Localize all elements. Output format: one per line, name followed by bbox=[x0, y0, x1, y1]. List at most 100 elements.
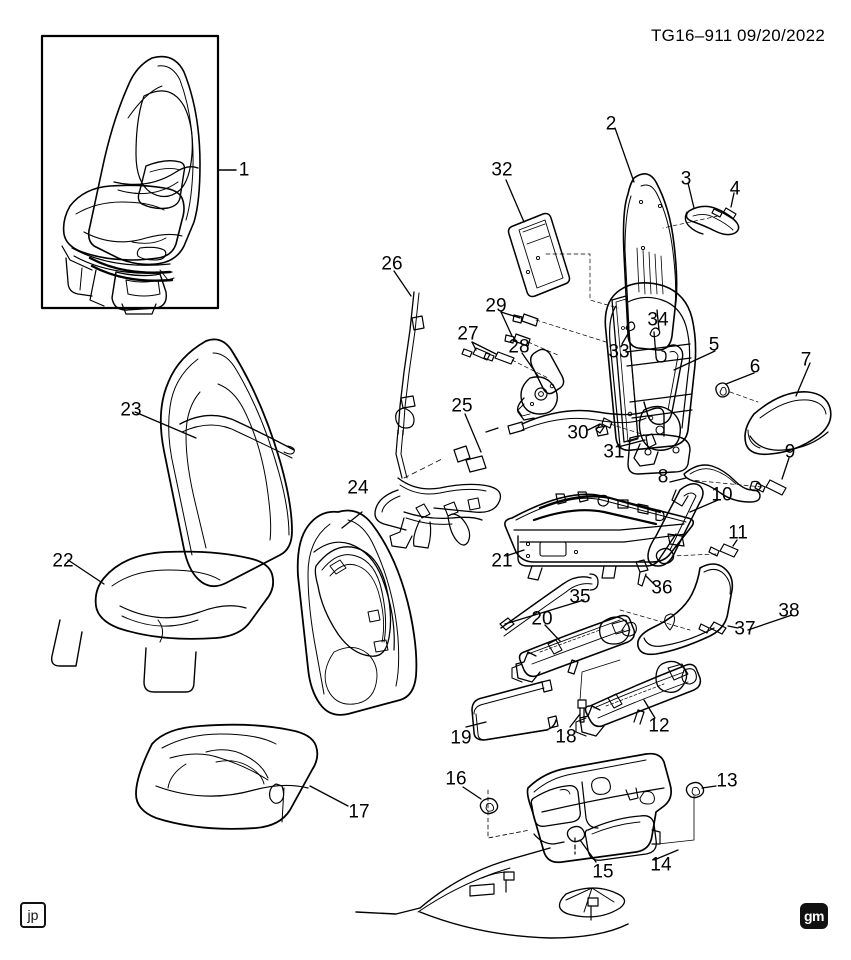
riser-opening-left bbox=[530, 784, 581, 827]
leader-6 bbox=[725, 372, 755, 385]
leader-7 bbox=[795, 362, 811, 397]
screw-27b bbox=[494, 351, 515, 365]
leader-16 bbox=[462, 786, 482, 800]
callout-4[interactable]: 4 bbox=[729, 178, 741, 200]
screw-29b bbox=[513, 333, 531, 347]
nut-16 bbox=[479, 797, 499, 815]
harness-connector bbox=[453, 445, 471, 463]
inset-headrest-loop bbox=[135, 90, 193, 198]
seat-back-cover-23 bbox=[159, 338, 293, 588]
callout-26[interactable]: 26 bbox=[381, 253, 403, 275]
leader-24 bbox=[341, 511, 363, 529]
pad-headrest-opening-24 bbox=[314, 546, 392, 657]
leader-10 bbox=[689, 499, 719, 513]
leader-18 bbox=[569, 713, 581, 728]
callout-14[interactable]: 14 bbox=[650, 854, 672, 876]
leader-38 bbox=[747, 614, 793, 631]
callout-32[interactable]: 32 bbox=[491, 159, 513, 181]
riser-opening-right bbox=[584, 815, 657, 861]
release-cable-31 bbox=[521, 407, 665, 437]
bolt-11 bbox=[719, 543, 739, 558]
leader-25 bbox=[464, 413, 482, 453]
callout-33[interactable]: 33 bbox=[608, 341, 630, 363]
inset-seatback bbox=[87, 55, 201, 266]
callout-23[interactable]: 23 bbox=[120, 399, 142, 421]
callout-34[interactable]: 34 bbox=[647, 309, 669, 331]
callout-11[interactable]: 11 bbox=[728, 522, 748, 544]
harness-plug bbox=[389, 517, 413, 549]
callout-8[interactable]: 8 bbox=[657, 466, 669, 488]
leader-19 bbox=[465, 721, 487, 728]
callout-24[interactable]: 24 bbox=[347, 477, 369, 499]
callout-13[interactable]: 13 bbox=[716, 770, 738, 792]
callout-31[interactable]: 31 bbox=[603, 441, 625, 463]
callout-9[interactable]: 9 bbox=[784, 441, 796, 463]
leader-14 bbox=[653, 849, 679, 861]
screw-27a bbox=[472, 347, 491, 361]
inset-frame bbox=[40, 34, 220, 310]
callout-16[interactable]: 16 bbox=[445, 768, 467, 790]
screw-4 bbox=[722, 207, 737, 220]
seat-cushion-pad-17 bbox=[135, 723, 319, 830]
callout-28[interactable]: 28 bbox=[508, 336, 530, 358]
side-trim-32 bbox=[507, 212, 571, 298]
callout-25[interactable]: 25 bbox=[451, 395, 473, 417]
leader-20 bbox=[544, 624, 561, 642]
callout-3[interactable]: 3 bbox=[680, 168, 692, 190]
pin-34 bbox=[653, 331, 667, 363]
callout-10[interactable]: 10 bbox=[711, 484, 733, 506]
frame-cutout bbox=[539, 541, 567, 557]
bolt-15-head bbox=[566, 825, 586, 843]
callout-30[interactable]: 30 bbox=[567, 422, 589, 444]
harness-25 bbox=[397, 477, 502, 513]
recliner-handle-3 bbox=[685, 205, 740, 236]
callout-36[interactable]: 36 bbox=[651, 577, 673, 599]
callout-21[interactable]: 21 bbox=[491, 550, 513, 572]
leader-21 bbox=[505, 549, 525, 557]
nut-13 bbox=[685, 781, 705, 799]
bolt-18 bbox=[577, 699, 587, 709]
inset-backseam bbox=[113, 166, 199, 186]
callout-35[interactable]: 35 bbox=[569, 586, 591, 608]
callout-18[interactable]: 18 bbox=[555, 726, 577, 748]
gm-logo: gm bbox=[800, 903, 828, 929]
leader-26 bbox=[393, 270, 412, 297]
recliner-arm-28 bbox=[529, 348, 565, 395]
frame-side-plate bbox=[611, 295, 639, 443]
drawing-date: 09/20/2022 bbox=[737, 26, 826, 45]
seat-riser-14 bbox=[526, 752, 672, 864]
inset-armrest bbox=[137, 159, 186, 210]
leader-36 bbox=[645, 575, 657, 587]
bolt-9 bbox=[765, 479, 787, 496]
recliner-pivot-28 bbox=[520, 376, 559, 415]
callout-12[interactable]: 12 bbox=[648, 715, 670, 737]
callout-22[interactable]: 22 bbox=[52, 550, 74, 572]
cable-end-31 bbox=[645, 433, 657, 449]
leader-8 bbox=[669, 477, 687, 483]
callout-38[interactable]: 38 bbox=[778, 600, 800, 622]
callout-6[interactable]: 6 bbox=[749, 356, 761, 378]
seat-back-pad-24 bbox=[296, 509, 418, 716]
callout-27[interactable]: 27 bbox=[457, 323, 479, 345]
callout-17[interactable]: 17 bbox=[348, 801, 370, 823]
leader-22 bbox=[67, 559, 105, 585]
side-shield-38 bbox=[636, 563, 734, 656]
callout-29[interactable]: 29 bbox=[485, 295, 507, 317]
callout-20[interactable]: 20 bbox=[531, 608, 553, 630]
seat-cushion-frame-21 bbox=[504, 493, 695, 563]
callout-5[interactable]: 5 bbox=[708, 334, 720, 356]
callout-1[interactable]: 1 bbox=[238, 159, 250, 181]
callout-7[interactable]: 7 bbox=[800, 349, 812, 371]
leader-15 bbox=[579, 839, 597, 863]
artist-stamp: jp bbox=[20, 902, 46, 928]
leader-2 bbox=[614, 127, 635, 183]
leader-3 bbox=[687, 182, 695, 209]
callout-19[interactable]: 19 bbox=[450, 727, 472, 749]
callout-15[interactable]: 15 bbox=[592, 861, 614, 883]
cover-seam-23 bbox=[179, 414, 295, 451]
callout-2[interactable]: 2 bbox=[605, 113, 617, 135]
leader-35 bbox=[504, 599, 585, 625]
callout-37[interactable]: 37 bbox=[734, 618, 756, 640]
leader-9 bbox=[781, 457, 790, 480]
